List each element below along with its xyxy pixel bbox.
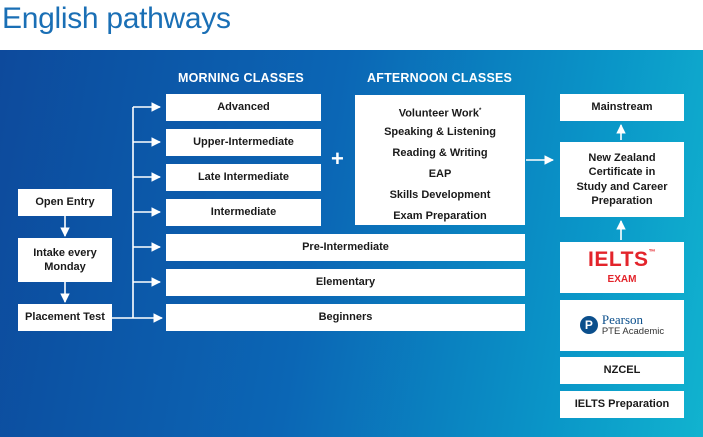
pearson-logo: P Pearson PTE Academic bbox=[579, 312, 665, 338]
afternoon-item-speaking-listening: Speaking & Listening bbox=[384, 126, 496, 138]
open-entry-label: Open Entry bbox=[35, 196, 95, 209]
class-upper-intermediate: Upper-Intermediate bbox=[166, 129, 321, 156]
afternoon-classes-box: Volunteer Work* Speaking & Listening Rea… bbox=[355, 95, 525, 225]
nz-certificate-line2: Certificate in bbox=[588, 166, 656, 179]
class-label: Advanced bbox=[217, 101, 270, 114]
intake-label-line1: Intake every bbox=[33, 246, 97, 259]
class-label: Pre-Intermediate bbox=[302, 241, 389, 254]
class-label: Elementary bbox=[315, 276, 376, 289]
afternoon-item-skills-development: Skills Development bbox=[389, 189, 491, 201]
open-entry-box: Open Entry bbox=[18, 189, 112, 216]
pearson-name: Pearson bbox=[601, 312, 644, 328]
nz-certificate-box: New Zealand Certificate in Study and Car… bbox=[560, 142, 684, 217]
intake-label-line2: Monday bbox=[44, 261, 86, 273]
nz-certificate-line4: Preparation bbox=[591, 194, 653, 207]
afternoon-item-volunteer-work: Volunteer Work* bbox=[398, 107, 482, 120]
placement-test-box: Placement Test bbox=[18, 304, 112, 331]
class-intermediate: Intermediate bbox=[166, 199, 321, 226]
class-label: Late Intermediate bbox=[197, 171, 290, 184]
plus-sign: + bbox=[331, 146, 344, 171]
ielts-exam-box: IELTS™ EXAM bbox=[560, 242, 684, 293]
afternoon-item-reading-writing: Reading & Writing bbox=[392, 147, 488, 159]
class-label: Beginners bbox=[318, 311, 373, 324]
placement-test-label: Placement Test bbox=[25, 311, 105, 324]
afternoon-item-exam-preparation: Exam Preparation bbox=[393, 210, 487, 222]
ielts-preparation-box: IELTS Preparation bbox=[560, 391, 684, 418]
class-elementary: Elementary bbox=[166, 269, 525, 296]
pte-academic-label: PTE Academic bbox=[601, 326, 665, 338]
afternoon-item-eap: EAP bbox=[428, 168, 452, 180]
nz-certificate-line1: New Zealand bbox=[588, 151, 656, 164]
mainstream-box: Mainstream bbox=[560, 94, 684, 121]
class-advanced: Advanced bbox=[166, 94, 321, 121]
nzcel-box: NZCEL bbox=[560, 357, 684, 384]
mainstream-label: Mainstream bbox=[591, 101, 653, 114]
volunteer-footnote-mark: * bbox=[478, 108, 482, 114]
class-pre-intermediate: Pre-Intermediate bbox=[166, 234, 525, 261]
intake-box: Intake every Monday bbox=[18, 238, 112, 282]
page-title: English pathways bbox=[2, 2, 231, 35]
class-label: Upper-Intermediate bbox=[193, 136, 294, 149]
class-late-intermediate: Late Intermediate bbox=[166, 164, 321, 191]
ielts-logo: IELTS™ bbox=[588, 248, 656, 271]
ielts-preparation-label: IELTS Preparation bbox=[574, 398, 670, 411]
class-beginners: Beginners bbox=[166, 304, 525, 331]
nzcel-label: NZCEL bbox=[603, 364, 641, 377]
class-label: Intermediate bbox=[210, 206, 277, 219]
pearson-icon: P bbox=[579, 316, 598, 335]
morning-classes-heading: MORNING CLASSES bbox=[178, 71, 304, 85]
pearson-pte-box: P Pearson PTE Academic bbox=[560, 300, 684, 351]
afternoon-classes-heading: AFTERNOON CLASSES bbox=[367, 71, 513, 85]
ielts-exam-label: EXAM bbox=[607, 274, 637, 285]
nz-certificate-line3: Study and Career bbox=[576, 180, 668, 193]
